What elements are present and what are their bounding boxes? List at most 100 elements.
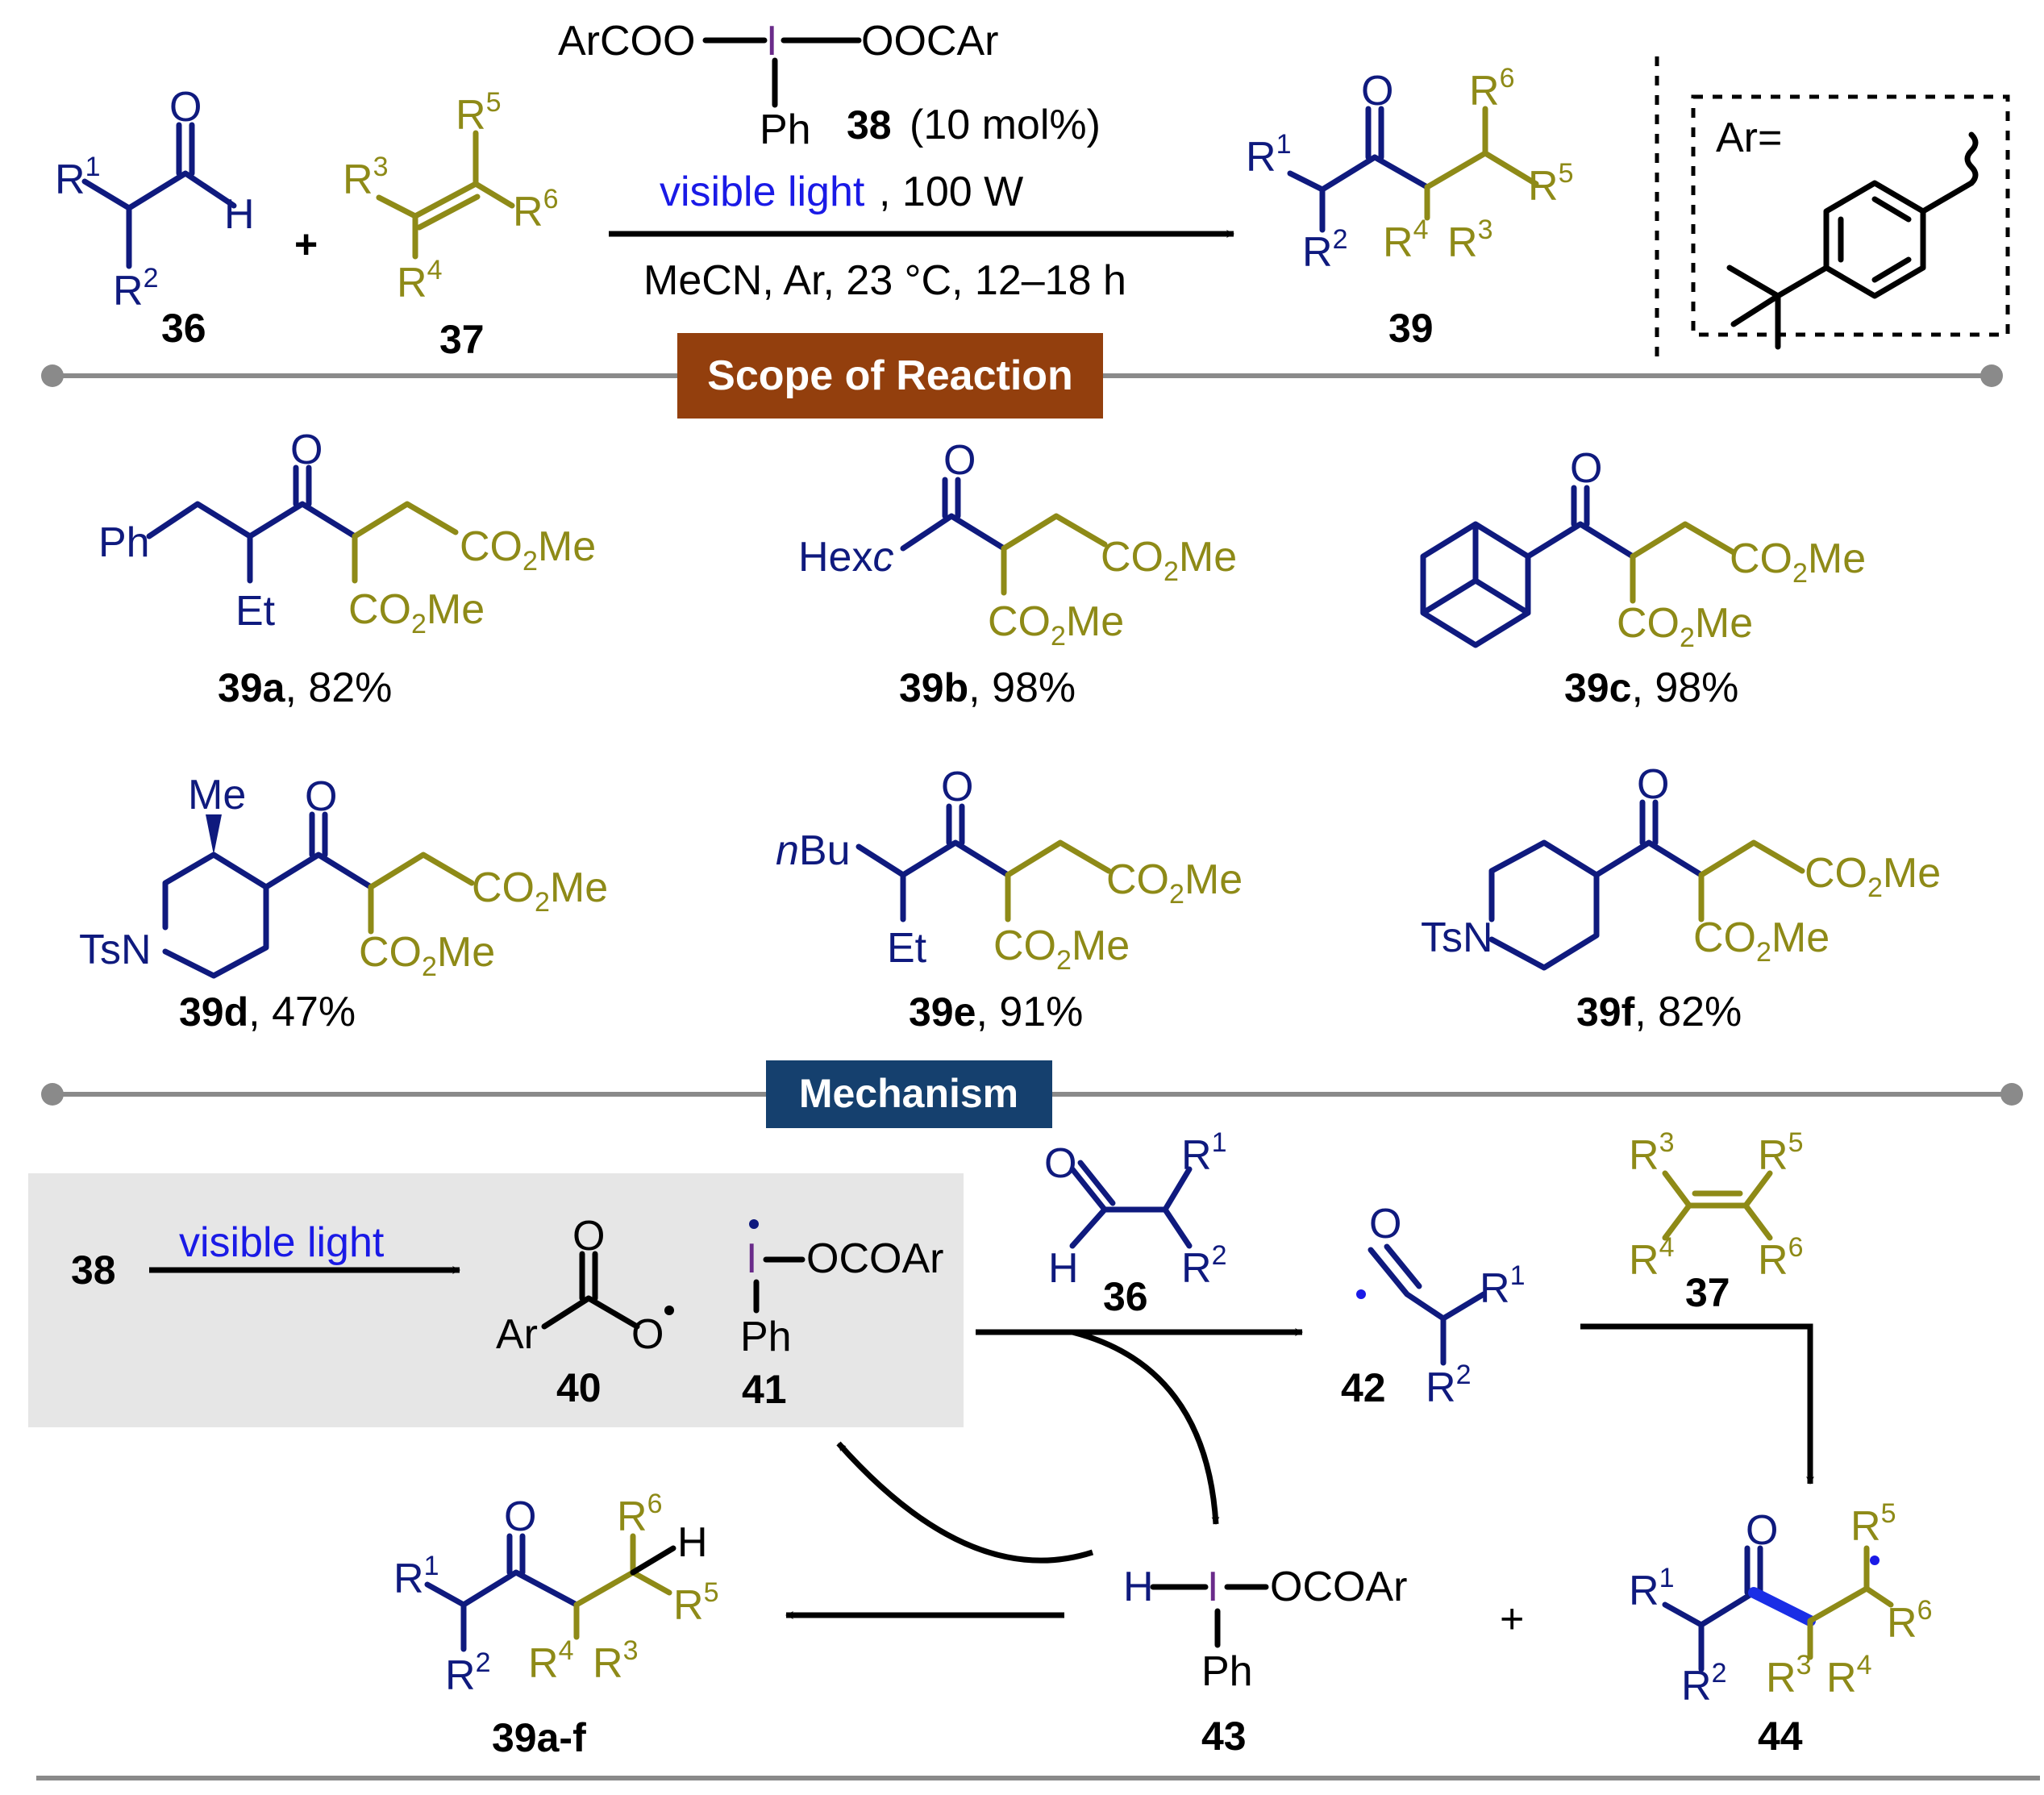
compound-41: I OCOAr Ph 41	[740, 1219, 943, 1412]
svg-text:39b, 98%: 39b, 98%	[899, 664, 1076, 711]
svg-text:R6: R6	[1887, 1595, 1932, 1647]
svg-text:R2: R2	[1681, 1658, 1726, 1710]
svg-text:39f, 82%: 39f, 82%	[1576, 989, 1742, 1035]
scope-divider: Scope of Reaction	[41, 333, 2003, 419]
mechanism-divider: Mechanism	[41, 1060, 2023, 1128]
mechanism-banner-text: Mechanism	[799, 1071, 1018, 1116]
svg-text:CO2Me: CO2Me	[1617, 600, 1753, 653]
svg-text:39a, 82%: 39a, 82%	[218, 664, 392, 711]
svg-text:CO2Me: CO2Me	[1101, 534, 1237, 587]
mech-plus-sign: +	[1500, 1596, 1524, 1643]
svg-text:41: 41	[742, 1367, 787, 1412]
svg-text:R6: R6	[617, 1489, 662, 1540]
aldehyde-hydrogen: H	[224, 191, 255, 238]
svg-text:R1: R1	[393, 1551, 439, 1602]
svg-text:R1: R1	[1181, 1127, 1226, 1179]
svg-text:CO2Me: CO2Me	[359, 929, 495, 982]
svg-text:Me: Me	[188, 772, 246, 818]
svg-text:CO2Me: CO2Me	[1693, 914, 1830, 968]
svg-text:Et: Et	[235, 588, 276, 635]
general-reaction: O H R1 R2 36 + R3 R4 R5 R6 37 ArCOO I OO…	[55, 18, 2010, 362]
r1-label: R1	[55, 152, 100, 203]
svg-text:O: O	[1746, 1507, 1778, 1554]
radical-dot	[749, 1219, 759, 1229]
svg-text:37: 37	[1685, 1270, 1730, 1315]
svg-text:H: H	[1048, 1245, 1079, 1292]
compound-label-37: 37	[439, 317, 485, 362]
svg-text:CO2Me: CO2Me	[348, 586, 485, 639]
aldehyde-36: O H R1 R2 36	[55, 84, 255, 351]
svg-text:R2: R2	[1181, 1240, 1226, 1292]
radical-dot	[1870, 1556, 1880, 1565]
mech-visible-light: visible light	[179, 1219, 385, 1266]
svg-text:O: O	[1637, 761, 1669, 808]
r2-label: R2	[113, 263, 158, 314]
svg-text:CO2Me: CO2Me	[1106, 856, 1243, 910]
product-r3: R3	[1447, 214, 1492, 266]
compound-label-39: 39	[1388, 306, 1434, 351]
svg-text:39d, 47%: 39d, 47%	[179, 989, 356, 1035]
compound-39f: TsN O CO2Me CO2Me 39f, 82%	[1421, 761, 1941, 1035]
reagent-38: ArCOO I OOCAr Ph 38 (10 mol%)	[558, 18, 1101, 153]
scope-banner-text: Scope of Reaction	[707, 352, 1073, 399]
svg-text:R2: R2	[445, 1647, 490, 1699]
compound-39a: Ph Et O CO2Me CO2Me 39a, 82%	[98, 427, 596, 711]
compound-40: O Ar O 40	[496, 1213, 674, 1410]
r4-label: R4	[397, 255, 442, 306]
svg-text:O: O	[1570, 445, 1602, 492]
reagent-right-group: OOCAr	[861, 18, 998, 65]
r3-label: R3	[343, 152, 388, 203]
mechanism-banner	[766, 1060, 1052, 1128]
svg-text:O: O	[504, 1493, 536, 1540]
svg-text:39a-f: 39a-f	[492, 1715, 586, 1760]
svg-text:Et: Et	[887, 925, 927, 972]
svg-text:Ph: Ph	[1201, 1648, 1253, 1695]
iodine-atom: I	[766, 18, 777, 65]
svg-text:40: 40	[556, 1365, 602, 1410]
product-39: O R1 R2 R4 R3 R6 R5 39	[1246, 63, 1573, 351]
r6-label: R6	[513, 184, 558, 235]
svg-text:CO2Me: CO2Me	[460, 523, 596, 577]
svg-text:CO2Me: CO2Me	[1805, 850, 1941, 903]
compound-label-36: 36	[161, 306, 206, 351]
svg-text:O: O	[941, 764, 973, 810]
svg-text:Ph: Ph	[98, 519, 150, 566]
svg-text:R3: R3	[1766, 1650, 1811, 1701]
compound-43: H I OCOAr Ph 43	[1123, 1564, 1407, 1759]
svg-text:R4: R4	[1629, 1232, 1674, 1284]
svg-text:O: O	[631, 1311, 664, 1358]
compound-44: O R1 R2 R3 R4 R5 R6 44	[1629, 1498, 1932, 1759]
catalyst-loading: (10 mol%)	[910, 102, 1101, 148]
compound-label-38: 38	[847, 102, 892, 148]
alkene-37: R3 R4 R5 R6 37	[343, 87, 558, 362]
svg-text:39e, 91%: 39e, 91%	[909, 989, 1083, 1035]
product-r5: R5	[1528, 158, 1573, 210]
power-condition: , 100 W	[879, 169, 1023, 215]
svg-text:H: H	[1123, 1564, 1154, 1610]
product-r6: R6	[1469, 63, 1514, 115]
svg-text:CO2Me: CO2Me	[472, 864, 608, 918]
curved-arrow-to-41	[836, 1441, 1094, 1564]
svg-text:R3: R3	[1629, 1127, 1674, 1179]
scope-banner	[677, 333, 1103, 419]
radical-dot	[1356, 1289, 1366, 1299]
radical-dot	[664, 1306, 674, 1315]
svg-text:R4: R4	[528, 1635, 573, 1687]
svg-text:O: O	[290, 427, 323, 473]
compound-39e: nBu Et O CO2Me CO2Me 39e, 91%	[776, 764, 1243, 1035]
ar-definition-label: Ar=	[1716, 115, 1782, 161]
visible-light-condition: visible light	[660, 169, 865, 215]
compound-39d: Me TsN O CO2Me CO2Me 39d, 47%	[79, 772, 608, 1035]
svg-text:CO2Me: CO2Me	[988, 598, 1124, 652]
svg-text:Ar: Ar	[496, 1311, 538, 1358]
svg-text:I: I	[1207, 1564, 1218, 1610]
svg-text:H: H	[677, 1519, 708, 1566]
product-oxygen: O	[1361, 68, 1393, 115]
initiation-shaded-box	[28, 1173, 964, 1427]
svg-text:O: O	[943, 437, 976, 484]
svg-text:nBu: nBu	[776, 827, 851, 874]
plus-sign: +	[294, 222, 318, 267]
svg-text:R4: R4	[1826, 1650, 1871, 1701]
svg-text:O: O	[1369, 1201, 1401, 1247]
